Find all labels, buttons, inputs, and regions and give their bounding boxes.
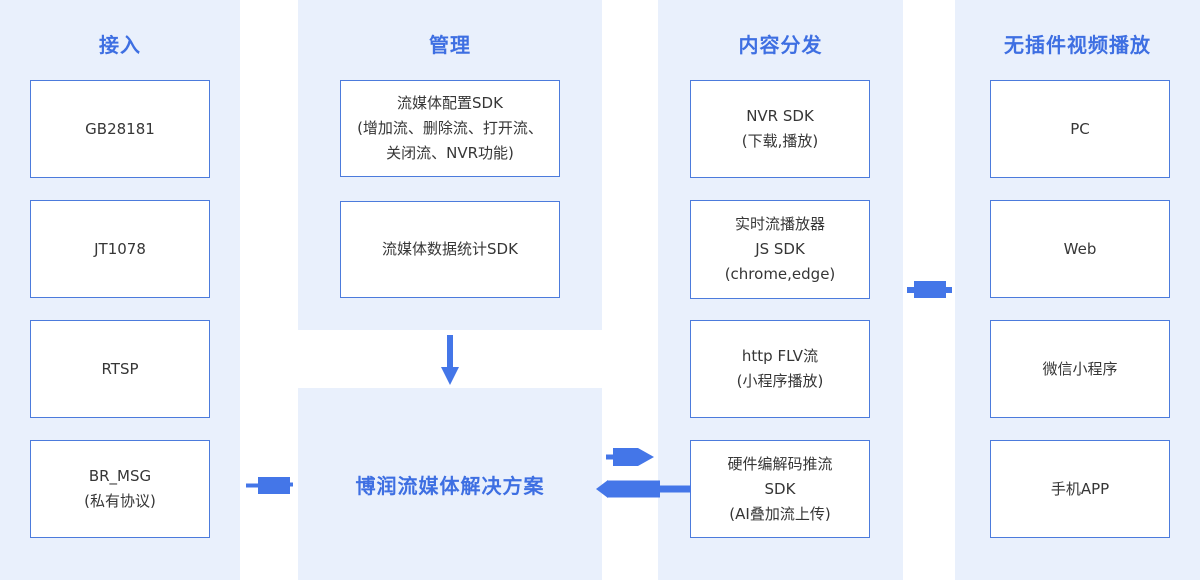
arrow-right-icon [606,448,654,466]
node-label: PC [1070,119,1090,138]
panel-distribution: 内容分发 NVR SDK (下载,播放) 实时流播放器 JS SDK (chro… [658,0,903,580]
connector-distribution-to-playback-icon [907,281,952,298]
node-sublabel: SDK [764,479,796,498]
node-mobile-app: 手机APP [990,440,1170,538]
node-label: GB28181 [85,119,155,138]
node-sublabel: (小程序播放) [736,372,824,390]
node-rtsp: RTSP [30,320,210,418]
node-label: 实时流播放器 [734,215,825,233]
node-sublabel: (chrome,edge) [724,265,836,283]
node-label: RTSP [101,359,139,378]
column-title-playback: 无插件视频播放 [1004,33,1151,57]
node-sublabel: 关闭流、NVR功能) [386,144,514,162]
node-pc: PC [990,80,1170,178]
panel-playback: 无插件视频播放 PC Web 微信小程序 手机APP [955,0,1200,580]
node-jt1078: JT1078 [30,200,210,298]
node-label: 手机APP [1050,479,1110,498]
arrow-down-icon [441,335,459,385]
node-stream-config-sdk: 流媒体配置SDK (增加流、删除流、打开流、 关闭流、NVR功能) [340,80,560,177]
node-label: 硬件编解码推流 [727,454,833,473]
node-label: 微信小程序 [1042,359,1118,378]
node-sublabel: (私有协议) [84,492,156,510]
node-web: Web [990,200,1170,298]
panel-access: 接入 GB28181 JT1078 RTSP BR_MSG (私有协议) [0,0,240,580]
node-sublabel: (下载,播放) [741,132,819,150]
node-label: http FLV流 [741,347,819,365]
node-sublabel: (增加流、删除流、打开流、 [357,119,543,137]
node-label: BR_MSG [88,467,152,485]
panel-solution: 博润流媒体解决方案 [298,388,602,580]
node-realtime-player-js-sdk: 实时流播放器 JS SDK (chrome,edge) [690,200,870,299]
node-label: 流媒体数据统计SDK [382,240,518,258]
node-http-flv: http FLV流 (小程序播放) [690,320,870,418]
arrow-left-with-line-icon [596,480,691,498]
connector-access-to-solution-icon [246,477,293,494]
panel-manage: 管理 流媒体配置SDK (增加流、删除流、打开流、 关闭流、NVR功能) 流媒体… [298,0,602,330]
node-stream-stats-sdk: 流媒体数据统计SDK [340,201,560,298]
node-wechat-miniprogram: 微信小程序 [990,320,1170,418]
node-hw-codec-push-sdk: 硬件编解码推流 SDK (AI叠加流上传) [690,440,870,538]
solution-label: 博润流媒体解决方案 [355,473,545,498]
node-gb28181: GB28181 [30,80,210,178]
column-title-manage: 管理 [429,33,471,57]
node-label: JT1078 [94,239,146,258]
node-label: 流媒体配置SDK [397,94,503,112]
column-title-access: 接入 [99,33,141,57]
node-nvr-sdk: NVR SDK (下载,播放) [690,80,870,178]
node-label: Web [1063,239,1097,258]
column-title-distribution: 内容分发 [738,33,823,57]
node-label: NVR SDK [746,107,814,125]
node-br-msg: BR_MSG (私有协议) [30,440,210,538]
node-sublabel: (AI叠加流上传) [729,504,831,523]
node-sublabel: JS SDK [755,240,805,258]
